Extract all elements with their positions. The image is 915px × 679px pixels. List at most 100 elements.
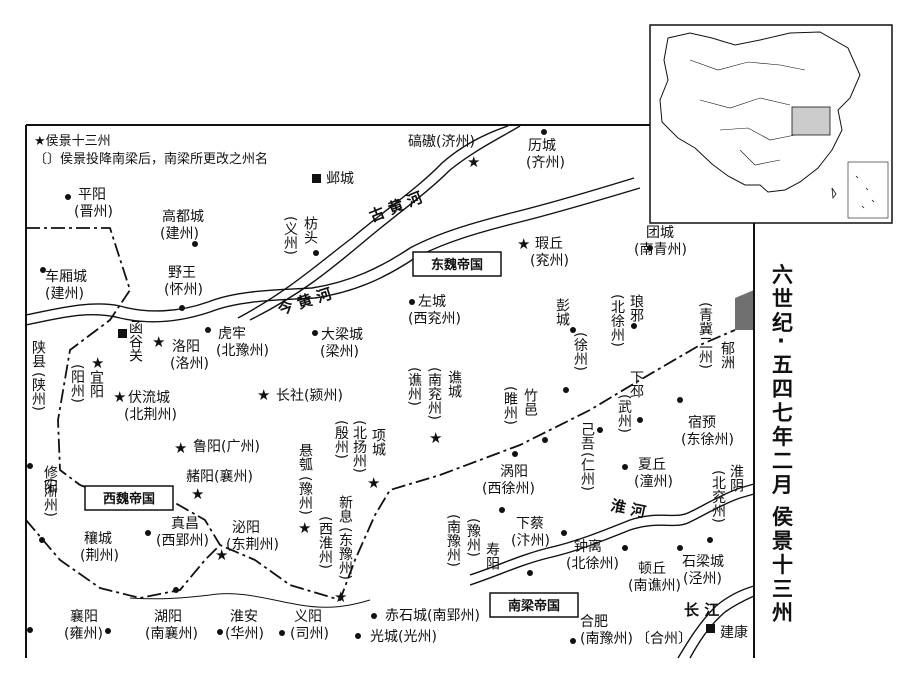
inset-inner-borders [689,59,806,166]
place-xiacai-sub: (汴州) [511,533,550,549]
place-yiyang2-sub: (司州) [290,626,329,642]
svg-text:二: 二 [772,449,793,473]
place-shiliangcheng: 石梁城 [682,554,724,570]
place-qiaocheng-sub2: (谯州) [406,367,422,406]
star-marker: ★ [334,588,347,606]
svg-text:四: 四 [772,377,793,401]
place-xiuyang: 修阳 [42,465,58,493]
place-jiankang: 建康 [720,624,748,641]
star-marker: ★ [215,546,228,564]
place-woyang: 涡阳 [500,464,528,480]
place-dunqiu-sub: (南谯州) [628,578,681,594]
place-yiyang2: 义阳 [294,609,322,625]
yangtze-river [689,595,755,659]
place-xiangcheng-sub2: (殷州) [333,420,349,459]
place-zhenchang: 真昌 [171,516,199,532]
inset-sea-box [847,161,889,219]
place-zhenchang-sub: (西郢州) [156,533,209,549]
new-yellow-river [25,177,641,326]
svg-text:景: 景 [772,529,793,553]
star-marker: ★ [467,153,480,171]
huai-river-label: 淮 河 [609,496,647,521]
place-yewang-sub: (怀州) [164,282,203,298]
place-langye: 琅邪 [628,294,644,323]
place-chexiangcheng-sub: (建州) [45,286,84,302]
place-jiwu-sub: (仁州) [579,452,595,491]
place-changshe: 长社(颍州) [276,388,343,404]
place-chexiangcheng: 车厢城 [45,268,87,285]
place-fuliucheng: 伏流城 [128,390,170,406]
place-xiuyang-sub: (淅州) [42,478,58,517]
star-marker: ★ [113,388,126,406]
place-luoyang: 洛阳 [172,339,200,355]
place-shouyang-sub: (南豫州) [445,514,461,567]
place-qiaocheng-sub: (南兖州) [426,367,442,420]
place-xuanhu: 悬瓠 [297,443,313,471]
star-marker: ★ [517,235,530,253]
place-woyang-sub: (西徐州) [482,481,535,497]
legend-star: ★侯景十三州 [34,134,111,149]
place-fangtou: 枋头 [302,216,318,244]
place-hulao-sub: (北豫州) [216,343,269,359]
place-shouyang: 寿阳 [484,541,500,570]
map-title: 六 世 纪 · 五 四 七 年 二 月 侯 景 十 三 州 [771,263,793,625]
capital-hangu [118,329,127,338]
place-xiaqiu2: 夏丘 [638,457,666,473]
place-licheng: 历城 [528,138,556,154]
place-gaoducheng: 高都城 [162,208,204,225]
svg-text:州: 州 [772,601,793,625]
place-huyang-sub: (南襄州) [145,626,198,642]
place-zhuyi-sub: (睢州) [502,386,518,425]
place-xiaqiu: 瑕丘 [535,236,563,252]
place-daliang-sub: (梁州) [320,344,359,360]
place-dunqiu: 顿丘 [638,561,666,577]
place-qingji: (青冀二州) [697,302,713,369]
svg-text:七: 七 [772,401,793,425]
place-xinxi-sub: (东豫州) [337,527,353,580]
place-pingyang-sub: (晋州) [74,204,113,220]
place-huaiyin: 淮阴 [728,464,744,493]
place-fangtou-sub: (义州) [282,216,298,255]
place-huaian-sub: (华州) [225,626,264,642]
vertical-labels: (义州) 枋头 彭城 (徐州) (北徐州) 琅邪 (青冀二州) 郁洲 函谷关 陕… [30,216,744,580]
huai-river-2 [469,493,755,586]
svg-text:纪: 纪 [772,311,793,335]
place-licheng-sub: (齐州) [526,155,565,171]
place-rangcheng-sub: (荆州) [80,548,119,564]
place-yiyang: 宜阳 [88,370,104,398]
star-marker: ★ [257,386,270,404]
west-wei-box: 西魏帝国 [84,485,174,511]
legend-bracket: 〔〕侯景投降南梁后，南梁所更改之州名 [34,151,268,167]
place-hanguguan: 函谷关 [127,320,143,362]
star-marker: ★ [298,519,311,537]
place-zhongli: 钟离 [574,538,602,555]
star-marker: ★ [91,354,104,372]
huai-river [469,483,755,576]
svg-text:六: 六 [772,263,793,287]
star-marker: ★ [367,474,380,492]
place-xiacai: 下蔡 [516,516,544,532]
place-luyang: 鲁阳(广州) [193,439,260,455]
sea [735,290,754,330]
east-wei-label: 东魏帝国 [431,257,483,273]
place-xiangyang-sub: (雍州) [64,626,103,642]
place-biyang-sub: (东荆州) [226,537,279,553]
place-hulao: 虎牢 [218,326,246,342]
place-zheyang: 赭阳(襄州) [186,469,253,485]
place-tuancheng: 团城 [646,225,674,241]
markers: ★ ★ ★ ★ ★ ★ ★ ★ ★ ★ ★ ★ ★ [91,153,530,606]
place-langye-sub: (北徐州) [609,294,625,347]
west-wei-label: 西魏帝国 [103,491,155,507]
place-xinxi: 新息 [337,495,353,523]
svg-text:十: 十 [772,553,793,577]
place-biyang: 泌阳 [232,520,260,536]
place-shanxian-sub: (陕州) [30,372,46,411]
place-labels: 碻磝(济州) 邺城 历城 (齐州) 平阳 (晋州) 高都城 (建州) 瑕丘 (兖… [45,133,748,647]
city-dots [27,129,713,644]
place-xiangyang: 襄阳 [70,609,98,625]
star-marker: ★ [191,485,204,503]
place-pingyang: 平阳 [78,187,106,203]
place-xiaqiu2-sub: (潼州) [634,473,673,490]
inset-islands [831,175,875,209]
minor-river [129,593,371,608]
